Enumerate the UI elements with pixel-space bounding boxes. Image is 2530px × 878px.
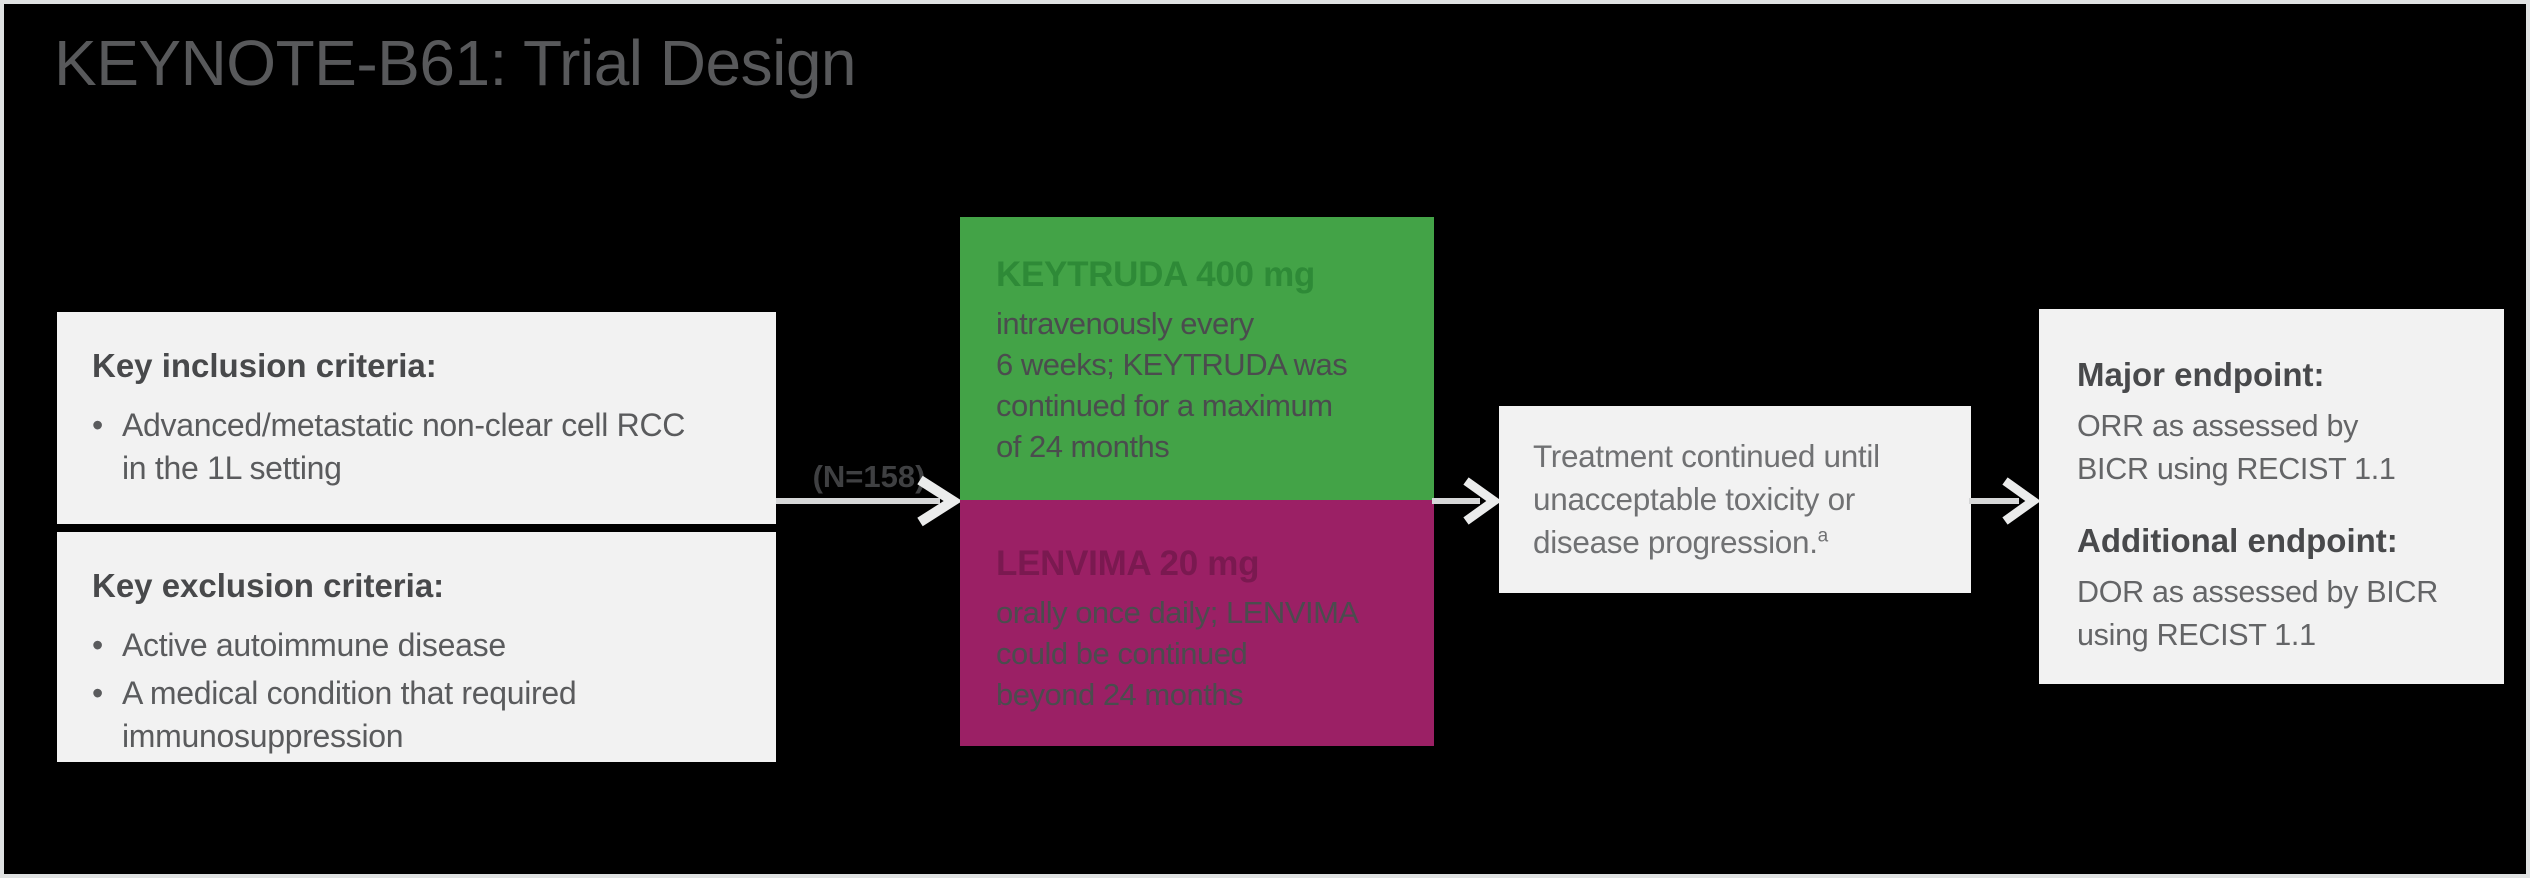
bullet-icon: • bbox=[92, 675, 103, 711]
exclusion-bullet-item: • Active autoimmune disease bbox=[92, 624, 750, 667]
bullet-icon: • bbox=[92, 627, 103, 663]
major-endpoint-text: ORR as assessed by BICR using RECIST 1.1 bbox=[2077, 409, 2396, 486]
keytruda-dosing-text: intravenously every 6 weeks; KEYTRUDA wa… bbox=[996, 306, 1348, 464]
bullet-icon: • bbox=[92, 407, 103, 443]
major-endpoint-heading: Major endpoint: bbox=[2077, 356, 2325, 393]
enrollment-count-label: (N=158) bbox=[812, 459, 926, 494]
flow-arrow-icon bbox=[776, 475, 963, 527]
lenvima-dosing-text: orally once daily; LENVIMA could be cont… bbox=[996, 595, 1359, 712]
inclusion-bullet-text: Advanced/metastatic non-clear cell RCC i… bbox=[122, 407, 686, 486]
page-title: KEYNOTE-B61: Trial Design bbox=[54, 27, 857, 99]
exclusion-heading: Key exclusion criteria: bbox=[92, 567, 445, 604]
additional-endpoint-text: DOR as assessed by BICR using RECIST 1.1 bbox=[2077, 575, 2438, 652]
inclusion-heading: Key inclusion criteria: bbox=[92, 347, 437, 384]
lenvima-arm-box: LENVIMA 20 mg orally once daily; LENVIMA… bbox=[960, 500, 1434, 746]
treatment-duration-box: Treatment continued until unacceptable t… bbox=[1499, 406, 1971, 593]
treatment-duration-text: Treatment continued until unacceptable t… bbox=[1533, 438, 1880, 560]
flow-arrow-icon bbox=[1969, 477, 2041, 525]
flow-arrow-icon bbox=[1432, 477, 1502, 525]
additional-endpoint-heading: Additional endpoint: bbox=[2077, 522, 2398, 559]
exclusion-bullet-text: Active autoimmune disease bbox=[122, 627, 506, 663]
inclusion-criteria-card: Key inclusion criteria: • Advanced/metas… bbox=[57, 312, 776, 524]
keytruda-arm-box: KEYTRUDA 400 mg intravenously every 6 we… bbox=[960, 217, 1434, 500]
endpoints-card: Major endpoint: ORR as assessed by BICR … bbox=[2039, 309, 2504, 684]
lenvima-drug-name: LENVIMA 20 mg bbox=[996, 544, 1260, 583]
exclusion-bullet-text: A medical condition that required immuno… bbox=[122, 675, 577, 754]
footnote-marker: a bbox=[1817, 525, 1829, 547]
exclusion-bullet-item: • A medical condition that required immu… bbox=[92, 672, 750, 758]
keytruda-drug-name: KEYTRUDA 400 mg bbox=[996, 255, 1315, 294]
exclusion-criteria-card: Key exclusion criteria: • Active autoimm… bbox=[57, 532, 776, 762]
inclusion-bullet-item: • Advanced/metastatic non-clear cell RCC… bbox=[92, 404, 750, 490]
